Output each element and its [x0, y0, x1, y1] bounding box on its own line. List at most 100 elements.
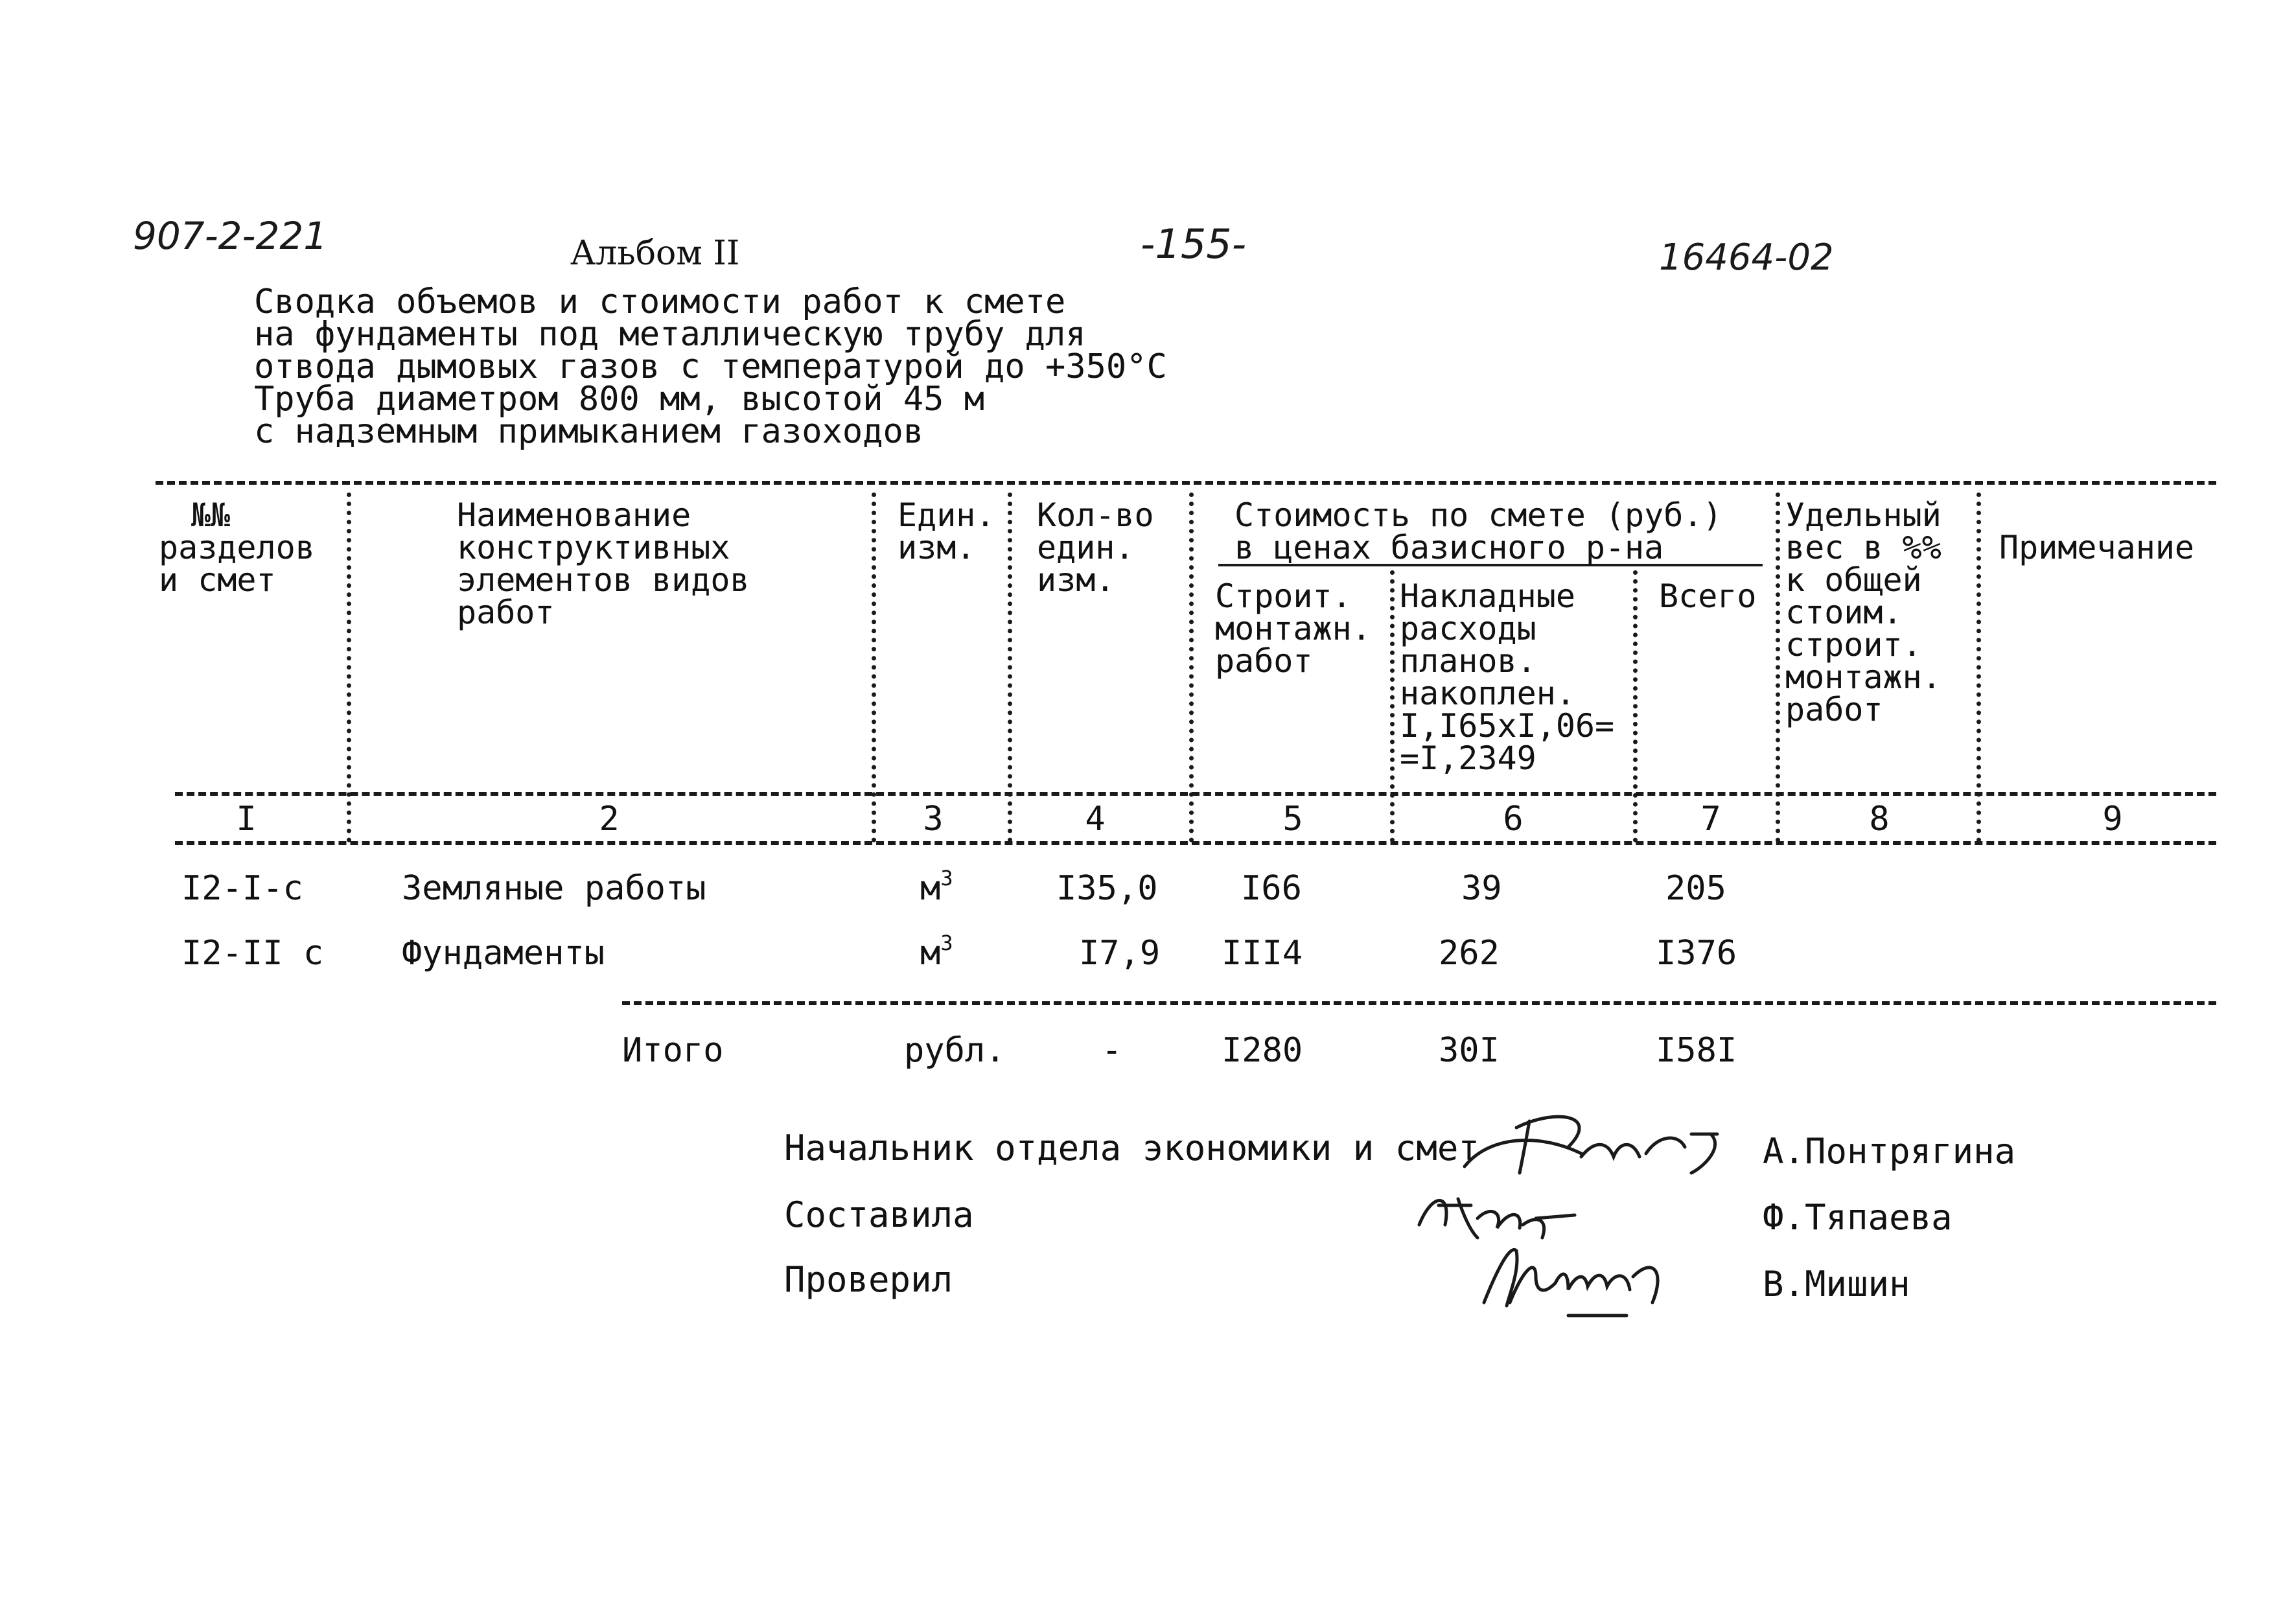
column-header-overhead: Накладные расходы планов. накоплен. I,I6… — [1400, 580, 1614, 774]
document-title: Сводка объемов и стоимости работ к смете… — [254, 285, 1167, 448]
row-total: 205 — [1665, 869, 1726, 908]
header-line: монтажн. — [1215, 610, 1371, 647]
signature-name-compiled: Ф.Тяпаева — [1763, 1197, 1953, 1238]
header-line: стоим. — [1785, 594, 1903, 631]
header-line: планов. — [1400, 642, 1536, 680]
title-line: Сводка объемов и стоимости работ к смете — [254, 283, 1066, 321]
header-line: конструктивных — [457, 529, 730, 566]
header-line: Накладные — [1400, 577, 1575, 615]
header-line: Удельный — [1785, 496, 1941, 534]
header-line: работ — [457, 594, 555, 631]
header-line: Един. — [898, 496, 995, 534]
column-header-name: Наименование конструктивных элементов ви… — [457, 499, 750, 629]
page-number: -155- — [1141, 220, 1247, 268]
column-number: 9 — [2102, 800, 2123, 839]
row-unit: м3 — [920, 868, 953, 905]
header-line: монтажн. — [1785, 658, 1941, 696]
signature-role-compiled: Составила — [784, 1194, 974, 1235]
title-line: отвода дымовых газов с температурой до +… — [254, 347, 1167, 386]
row-unit: м3 — [920, 933, 953, 973]
handwritten-signature-compiled — [1417, 1197, 1577, 1240]
handwritten-signature-checked — [1482, 1247, 1660, 1317]
title-line: на фундаменты под металлическую трубу дл… — [254, 315, 1086, 354]
header-line: и смет — [159, 561, 276, 599]
handwritten-signature-head — [1463, 1115, 1719, 1175]
column-header-unit: Един. изм. — [898, 499, 995, 564]
column-number: 7 — [1700, 800, 1721, 839]
column-header-total: Всего — [1659, 580, 1757, 612]
header-line: расходы — [1400, 610, 1536, 647]
column-number: 2 — [599, 800, 620, 839]
header-line: един. — [1037, 529, 1135, 566]
header-line: Наименование — [457, 496, 691, 534]
header-line: Стоимость по смете (руб.) — [1234, 496, 1722, 534]
unit-value: м — [920, 934, 941, 973]
total-construction-cost: I280 — [1222, 1031, 1303, 1070]
column-separator — [1976, 493, 1981, 842]
unit-superscript: 3 — [940, 866, 953, 890]
column-separator — [872, 493, 876, 842]
header-line: Кол-во — [1037, 496, 1154, 534]
header-line: работ — [1785, 691, 1883, 728]
row-quantity: I7,9 — [1079, 934, 1161, 973]
header-line: элементов видов — [457, 561, 750, 599]
header-line: разделов — [159, 529, 315, 566]
header-bottom-rule — [175, 792, 2216, 796]
header-line: изм. — [1037, 561, 1115, 599]
column-number: 5 — [1282, 800, 1303, 839]
table-top-rule — [156, 481, 2216, 485]
signature-name-head: А.Понтрягина — [1763, 1131, 2016, 1172]
header-line: к общей — [1785, 561, 1922, 599]
column-header-note: Примечание — [1999, 531, 2194, 564]
signature-role-checked: Проверил — [784, 1259, 953, 1300]
column-separator — [1008, 493, 1012, 842]
header-line: I,I65xI,06= — [1400, 707, 1615, 745]
column-separator — [1776, 493, 1780, 842]
row-overhead: 262 — [1439, 934, 1500, 973]
document-code: 907-2-221 — [133, 214, 328, 258]
row-overhead: 39 — [1461, 869, 1502, 908]
row-construction-cost: III4 — [1222, 934, 1303, 973]
column-number: 4 — [1085, 800, 1106, 839]
row-code: I2-II c — [181, 934, 324, 973]
header-line: =I,2349 — [1400, 739, 1536, 777]
cost-group-underline — [1218, 564, 1763, 566]
total-total: I58I — [1656, 1031, 1737, 1070]
header-line: работ — [1215, 642, 1313, 680]
total-unit: рубл. — [904, 1031, 1006, 1070]
header-line: Строит. — [1215, 577, 1352, 615]
column-separator — [1390, 570, 1395, 842]
row-name: Земляные работы — [402, 869, 706, 908]
header-line: в ценах базисного р-на — [1234, 529, 1664, 566]
header-line: Примечание — [1999, 529, 2195, 566]
header-line: строит. — [1785, 626, 1922, 664]
column-number: 6 — [1503, 800, 1524, 839]
signature-name-checked: В.Мишин — [1763, 1264, 1910, 1305]
total-overhead: 30I — [1439, 1031, 1500, 1070]
column-header-share: Удельный вес в %% к общей стоим. строит.… — [1785, 499, 1941, 726]
header-line: №№ — [191, 496, 231, 534]
album-label: Альбом II — [570, 234, 740, 273]
title-line: с надземным примыканием газоходов — [254, 412, 924, 451]
column-number: 8 — [1869, 800, 1890, 839]
column-header-construction-cost: Строит. монтажн. работ — [1215, 580, 1371, 677]
column-separator — [1633, 570, 1638, 842]
row-construction-cost: I66 — [1241, 869, 1302, 908]
inventory-number: 16464-02 — [1659, 237, 1834, 279]
row-total: I376 — [1656, 934, 1737, 973]
column-header-cost-group: Стоимость по смете (руб.) в ценах базисн… — [1234, 499, 1722, 564]
column-number: 3 — [923, 800, 944, 839]
unit-superscript: 3 — [940, 931, 953, 955]
column-numbers-bottom-rule — [175, 841, 2216, 845]
column-separator — [347, 493, 351, 842]
row-name: Фундаменты — [402, 934, 605, 973]
row-quantity: I35,0 — [1056, 869, 1158, 908]
column-number: I — [236, 800, 257, 839]
total-quantity: - — [1102, 1031, 1122, 1070]
title-line: Труба диаметром 800 мм, высотой 45 м — [254, 380, 985, 419]
total-separator-rule — [622, 1001, 2216, 1005]
column-header-section: №№ разделов и смет — [159, 499, 315, 596]
header-line: Всего — [1659, 577, 1757, 615]
header-line: изм. — [898, 529, 976, 566]
column-separator — [1189, 493, 1194, 842]
